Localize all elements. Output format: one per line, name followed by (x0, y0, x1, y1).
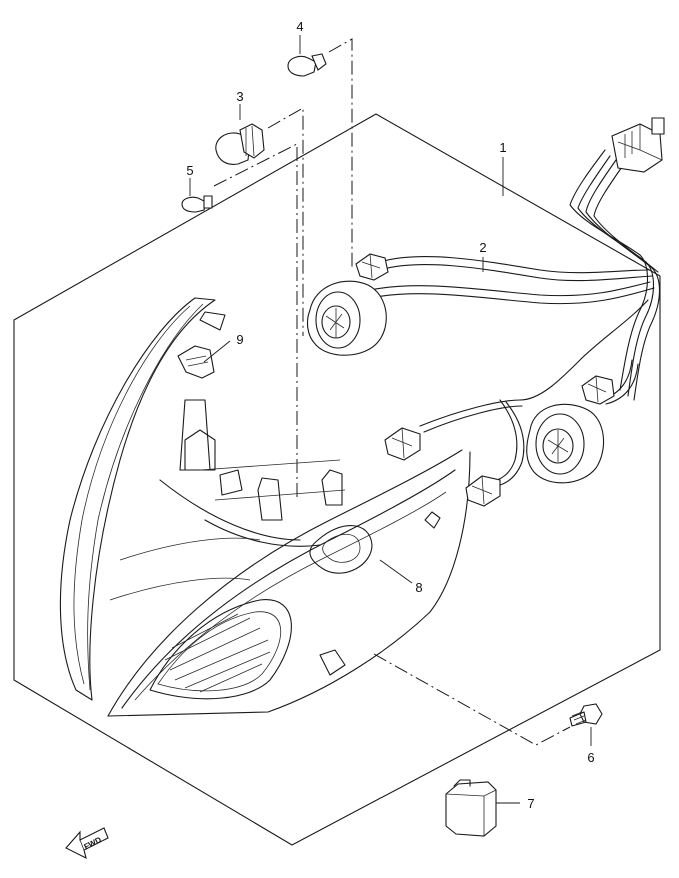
callout-1: 1 (499, 140, 506, 155)
callout-5: 5 (186, 163, 193, 178)
callout-3: 3 (236, 89, 243, 104)
callout-8: 8 (415, 580, 422, 595)
headlamp-bulb (215, 123, 265, 165)
headlamp-housing (59, 297, 471, 717)
bulb-socket (177, 345, 215, 379)
callout-labels: 1 2 3 4 5 6 7 8 9 (186, 19, 594, 811)
forward-arrow-icon: FWD (65, 827, 109, 860)
screw (569, 703, 603, 727)
headlamp-wiring-harness (306, 117, 665, 507)
assembly-box-outline (13, 113, 661, 846)
leader-lines (189, 35, 592, 804)
position-bulb (287, 53, 327, 77)
callout-9: 9 (236, 332, 243, 347)
callout-6: 6 (587, 750, 594, 765)
callout-2: 2 (479, 240, 486, 255)
small-bulb (181, 195, 213, 213)
reference-lines (213, 38, 571, 746)
callout-7: 7 (527, 796, 534, 811)
relay (445, 779, 497, 837)
callout-4: 4 (296, 19, 303, 34)
